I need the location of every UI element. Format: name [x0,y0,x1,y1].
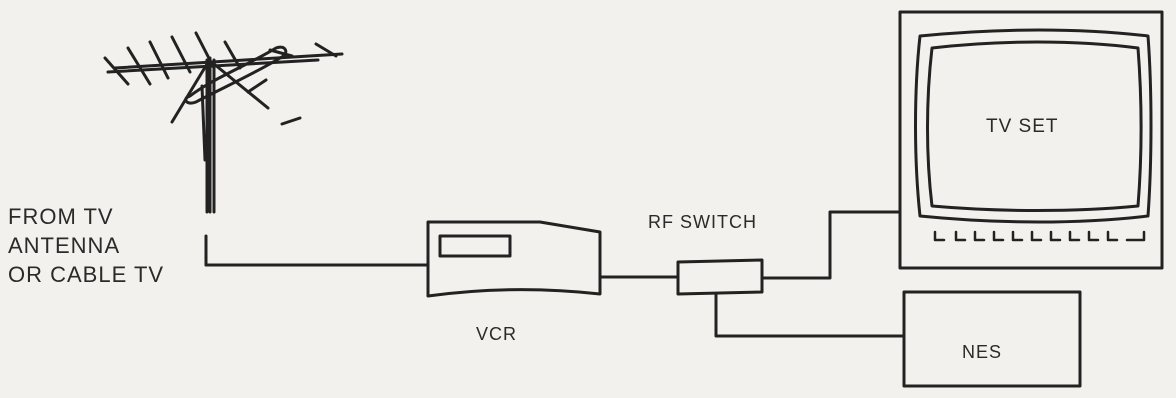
source-label-line-3: OR CABLE TV [8,262,165,287]
nes-label: NES [962,342,1003,362]
tv-set-label: TV SET [986,116,1059,137]
rf-to-tv-cable [760,210,902,280]
rf-to-nes-cable [714,292,906,338]
rf-switch-box [676,258,764,296]
rf-switch-label: RF SWITCH [648,212,757,232]
vcr-display [438,234,512,258]
vcr-label: VCR [476,324,518,344]
source-label-line-2: ANTENNA [8,233,121,258]
antenna-icon [103,31,344,214]
tv-set-icon [898,10,1164,270]
signal-source-label: FROM TV ANTENNA OR CABLE TV [8,202,228,289]
nes-box [902,290,1082,388]
source-label-line-1: FROM TV [8,204,114,229]
vcr-box [426,220,602,298]
